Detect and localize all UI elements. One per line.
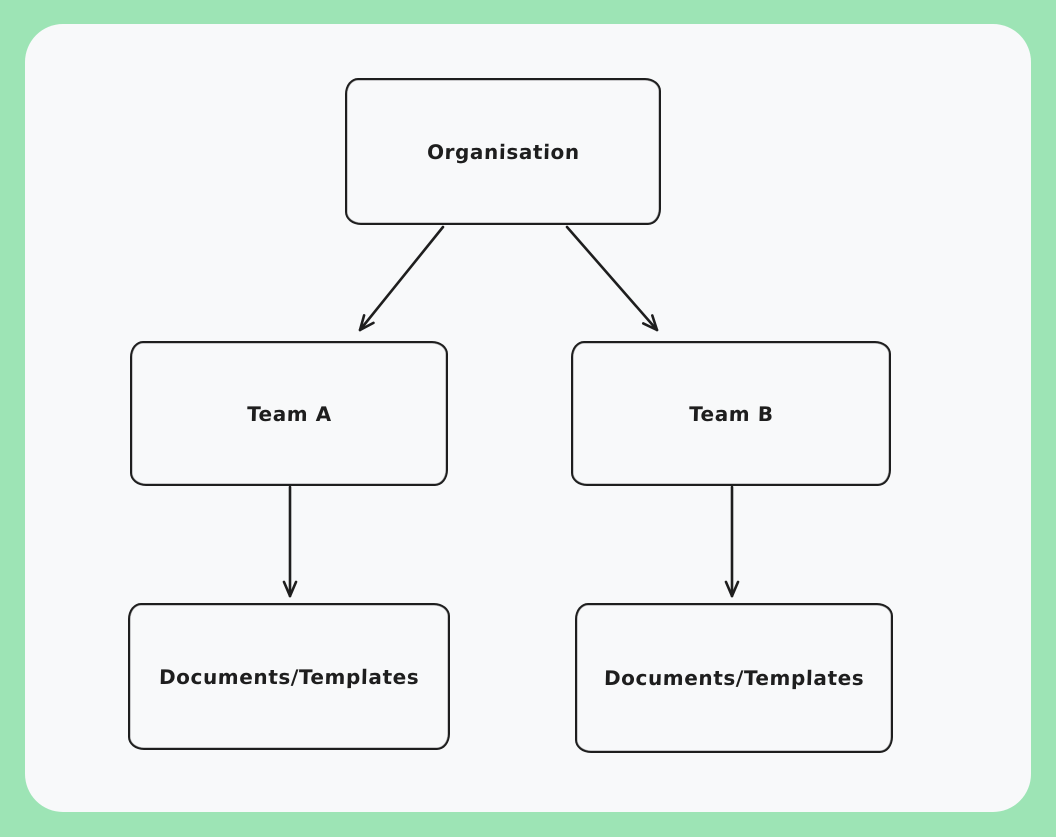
node-documents-templates-b-label: Documents/Templates: [603, 666, 865, 690]
node-team-b-label: Team B: [688, 401, 774, 426]
node-organisation[interactable]: Organisation: [345, 78, 661, 225]
node-team-a-label: Team A: [246, 401, 332, 426]
node-team-b[interactable]: Team B: [571, 341, 891, 486]
node-team-a[interactable]: Team A: [130, 341, 448, 486]
node-documents-templates-a-label: Documents/Templates: [158, 664, 420, 689]
node-documents-templates-a[interactable]: Documents/Templates: [128, 603, 450, 750]
node-documents-templates-b[interactable]: Documents/Templates: [575, 603, 893, 753]
drawing-panel[interactable]: Organisation Team A Team B Documents/Tem…: [25, 24, 1031, 812]
node-organisation-label: Organisation: [426, 139, 580, 164]
